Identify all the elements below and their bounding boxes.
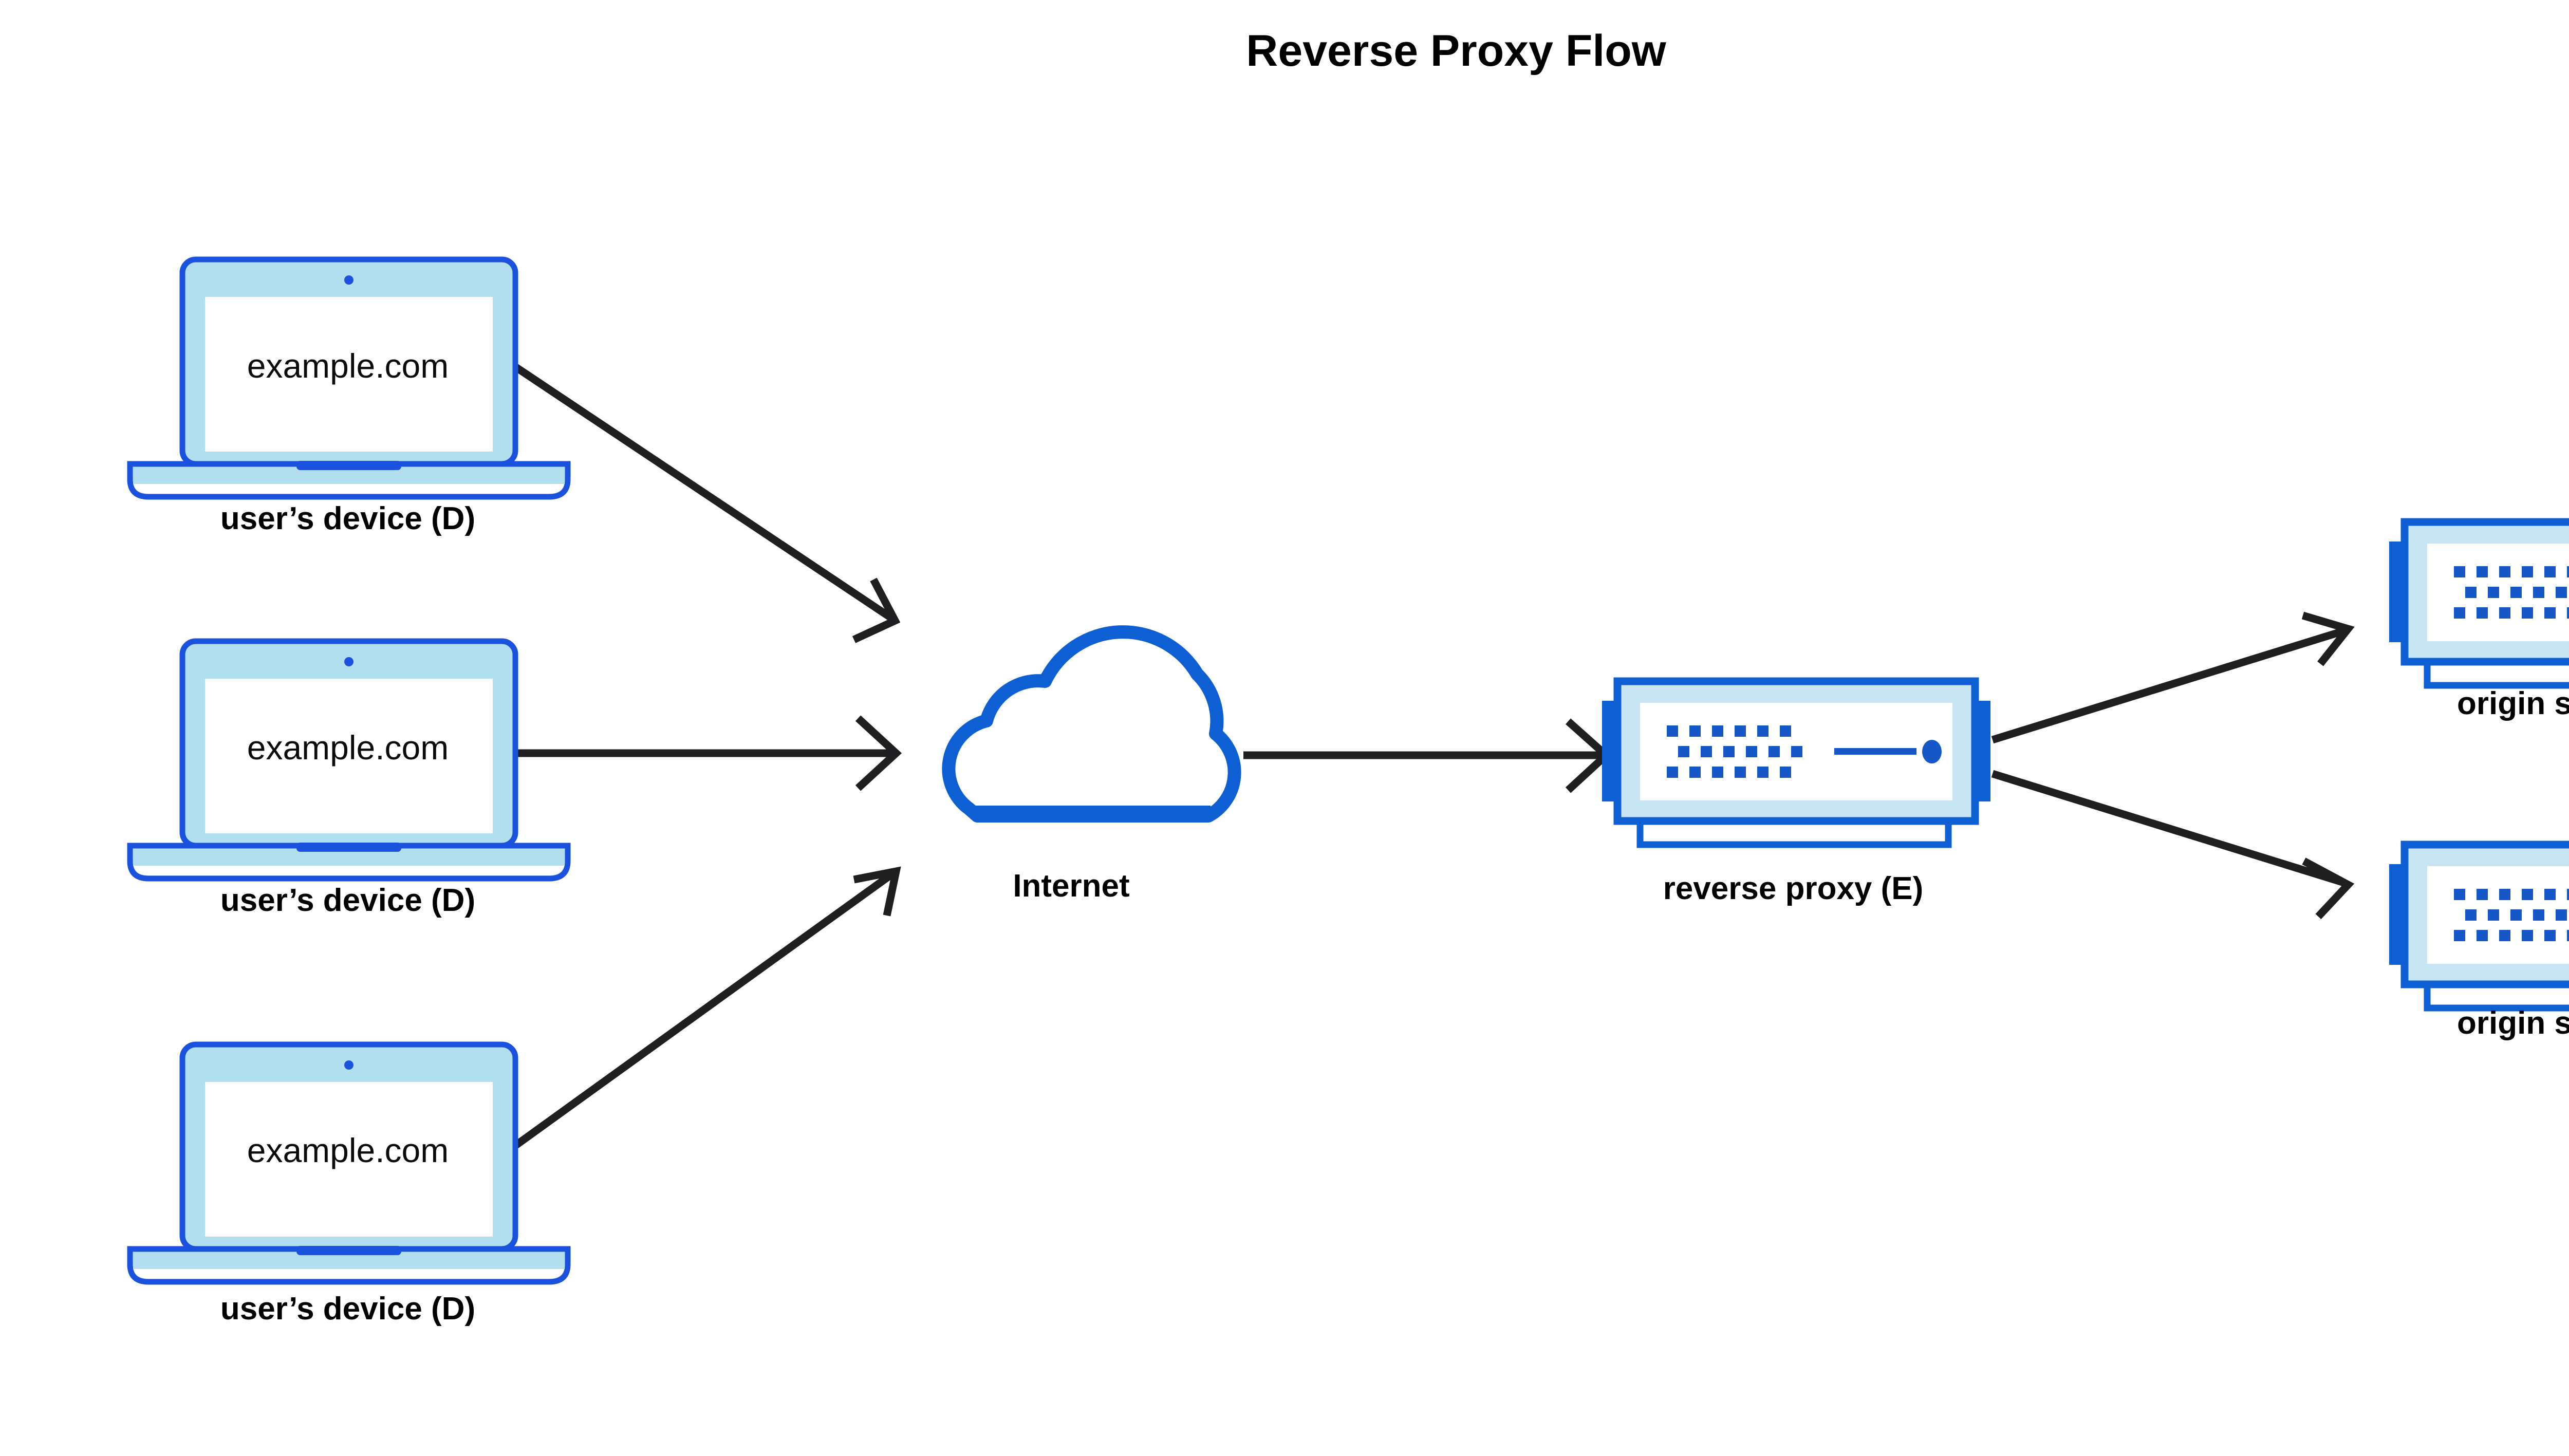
- client-device-2[interactable]: example.com user’s device (D): [130, 641, 568, 918]
- origin-server-1-label: origin server (F): [2457, 686, 2569, 721]
- page-title: Reverse Proxy Flow: [1246, 26, 1666, 76]
- client-device-3[interactable]: example.com user’s device (D): [130, 1044, 568, 1327]
- internet-label: Internet: [1013, 868, 1129, 904]
- laptop-screen-url: example.com: [247, 347, 449, 385]
- internet-node[interactable]: Internet: [948, 632, 1234, 904]
- client-device-3-label: user’s device (D): [220, 1291, 475, 1327]
- reverse-proxy-node[interactable]: reverse proxy (E): [1602, 681, 1990, 906]
- cloud-icon: [948, 632, 1234, 819]
- client-device-1[interactable]: example.com user’s device (D): [130, 259, 568, 536]
- arrow-proxy-to-origin2: [1991, 770, 2355, 920]
- reverse-proxy-label: reverse proxy (E): [1663, 871, 1924, 906]
- server-icon: [1602, 681, 1990, 845]
- arrow-proxy-to-origin1: [1991, 611, 2355, 744]
- laptop-screen-url: example.com: [247, 1131, 449, 1169]
- origin-server-2-label: origin server (F): [2457, 1005, 2569, 1041]
- arrow-device3-to-internet: [498, 866, 901, 1160]
- connector-arrows: [498, 362, 2355, 1160]
- arrow-internet-to-proxy: [1243, 718, 1612, 793]
- server-icon: [2389, 845, 2569, 1008]
- laptop-screen-url: example.com: [247, 729, 449, 767]
- arrow-device1-to-internet: [511, 362, 901, 643]
- arrow-device2-to-internet: [502, 715, 902, 791]
- origin-server-1[interactable]: origin server (F): [2389, 522, 2569, 721]
- client-device-2-label: user’s device (D): [220, 883, 475, 918]
- client-device-1-label: user’s device (D): [220, 501, 475, 536]
- server-icon: [2389, 522, 2569, 685]
- origin-server-2[interactable]: origin server (F): [2389, 845, 2569, 1041]
